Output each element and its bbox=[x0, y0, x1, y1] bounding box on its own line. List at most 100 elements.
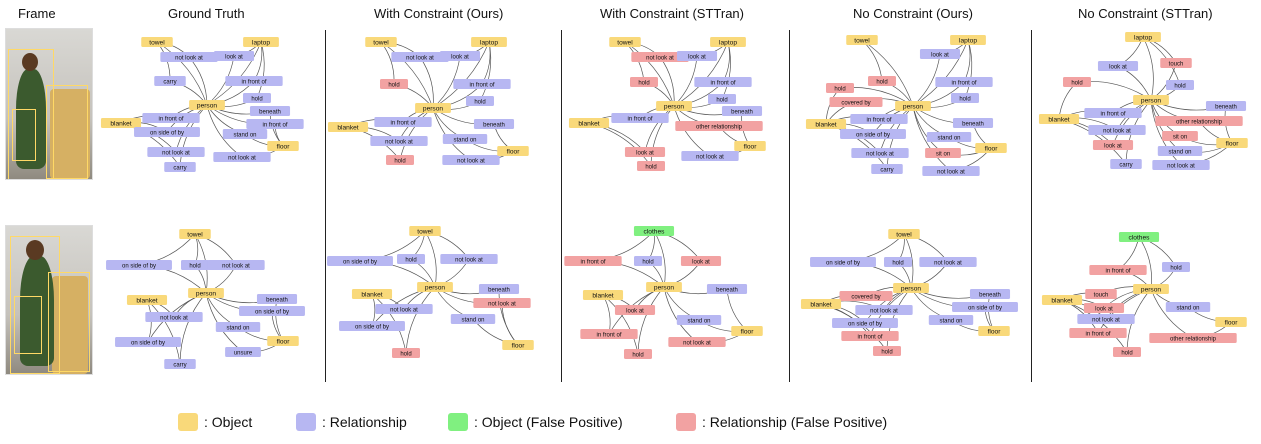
graph-edge bbox=[275, 298, 284, 342]
relationship-node-la2: look at bbox=[1092, 140, 1134, 150]
node-box bbox=[134, 127, 200, 137]
relationship-node-osb2: on side of by bbox=[339, 321, 405, 331]
node-label: beneath bbox=[488, 287, 510, 293]
node-label: towel bbox=[149, 39, 165, 46]
node-box bbox=[160, 52, 218, 62]
relationship-node-nla1: not look at bbox=[391, 52, 449, 62]
node-box bbox=[164, 359, 196, 369]
node-label: stand on bbox=[939, 318, 962, 324]
node-box bbox=[115, 337, 181, 347]
scene-graph-canvas: towel laptop not look at look at carry in fro… bbox=[100, 32, 1248, 369]
relationship-node-ifo2: in front of bbox=[246, 119, 304, 129]
node-label: stand on bbox=[937, 135, 960, 141]
node-box bbox=[841, 331, 899, 341]
node-box bbox=[327, 122, 369, 132]
node-label: look at bbox=[225, 54, 243, 60]
relationship-node-hold_fp2: hold bbox=[826, 83, 854, 93]
node-box bbox=[1133, 95, 1169, 105]
relationship-node-beneath: beneath bbox=[249, 106, 291, 116]
node-label: towel bbox=[854, 37, 870, 44]
node-label: person bbox=[196, 290, 216, 297]
separator bbox=[325, 30, 326, 382]
relationship-node-ifo1: in front of bbox=[935, 77, 993, 87]
node-box bbox=[1084, 108, 1142, 118]
node-label: person bbox=[903, 103, 923, 110]
node-box bbox=[810, 257, 876, 267]
node-label: in front of bbox=[1105, 268, 1130, 274]
node-box bbox=[1092, 140, 1134, 150]
relationship-node-standon: stand on bbox=[222, 129, 268, 139]
relationship-node-beneath: beneath bbox=[969, 289, 1011, 299]
relationship-node-beneath: beneath bbox=[256, 294, 298, 304]
relationship-node-carry: carry bbox=[164, 359, 196, 369]
column-title-with-constraint-ours: With Constraint (Ours) bbox=[374, 6, 504, 21]
node-box bbox=[375, 304, 433, 314]
relationship-node-siton: sit on bbox=[925, 148, 961, 158]
relationship-node-standon: stand on bbox=[1157, 146, 1203, 156]
node-box bbox=[694, 77, 752, 87]
node-box bbox=[1041, 295, 1083, 305]
node-label: hold bbox=[394, 158, 405, 164]
node-label: not look at bbox=[934, 260, 962, 266]
relationship-node-ifo_fp2: in front of bbox=[580, 329, 638, 339]
node-box bbox=[1162, 262, 1190, 272]
relationship-node-ifo1: in front of bbox=[225, 76, 283, 86]
node-box bbox=[950, 35, 986, 45]
object-node-floor: floor bbox=[502, 340, 534, 350]
node-label: on side of by bbox=[848, 321, 882, 327]
node-box bbox=[846, 35, 878, 45]
node-label: sit on bbox=[1173, 134, 1187, 140]
node-label: hold bbox=[876, 79, 887, 85]
node-label: person bbox=[1141, 97, 1161, 104]
graph-edge bbox=[501, 302, 519, 346]
node-label: not look at bbox=[1103, 128, 1131, 134]
relationship-node-nla2: not look at bbox=[1152, 160, 1210, 170]
node-label: person bbox=[1141, 286, 1161, 293]
relationship-node-ifo3: in front of bbox=[142, 113, 200, 123]
node-box bbox=[676, 315, 722, 325]
relationship-node-standon: stand on bbox=[1165, 302, 1211, 312]
node-box bbox=[634, 256, 662, 266]
relationship-node-hold: hold bbox=[397, 254, 425, 264]
relationship-node-osb2: on side of by bbox=[952, 302, 1018, 312]
node-box bbox=[392, 348, 420, 358]
node-box bbox=[147, 147, 205, 157]
legend-relationship: : Relationship bbox=[296, 412, 407, 432]
node-box bbox=[1088, 125, 1146, 135]
node-box bbox=[978, 326, 1010, 336]
node-label: floor bbox=[988, 328, 1002, 335]
separator bbox=[1031, 30, 1032, 382]
node-label: in front of bbox=[262, 122, 287, 128]
object-node-person: person bbox=[646, 282, 682, 292]
node-label: look at bbox=[626, 308, 644, 314]
relationship-node-nla1: not look at bbox=[919, 257, 977, 267]
node-box bbox=[370, 136, 428, 146]
relationship-node-osb: on side of by bbox=[134, 127, 200, 137]
node-box bbox=[734, 141, 766, 151]
node-box bbox=[1162, 131, 1198, 141]
node-label: floor bbox=[512, 342, 526, 349]
object-node-floor: floor bbox=[267, 141, 299, 151]
node-label: look at bbox=[692, 259, 710, 265]
object-node-floor: floor bbox=[978, 326, 1010, 336]
object-node-person: person bbox=[1133, 284, 1169, 294]
node-box bbox=[873, 346, 901, 356]
relationship-node-nla2: not look at bbox=[147, 147, 205, 157]
graph-edge bbox=[988, 293, 995, 332]
object-node-laptop: laptop bbox=[950, 35, 986, 45]
relationship-node-la_fp2: look at bbox=[614, 305, 656, 315]
relationship-node-ifo_fp: in front of bbox=[841, 331, 899, 341]
node-box bbox=[826, 83, 854, 93]
relationship-node-nla1: not look at bbox=[631, 52, 689, 62]
graph-edge bbox=[963, 39, 971, 83]
node-box bbox=[351, 289, 393, 299]
object-node-floor: floor bbox=[497, 146, 529, 156]
node-label: beneath bbox=[1215, 104, 1237, 110]
node-box bbox=[417, 282, 453, 292]
object-node-blanket: blanket bbox=[351, 289, 393, 299]
node-label: sit on bbox=[936, 151, 950, 157]
node-label: in front of bbox=[469, 82, 494, 88]
node-box bbox=[439, 51, 481, 61]
relationship-node-ifo1: in front of bbox=[1084, 108, 1142, 118]
object-node-floor: floor bbox=[734, 141, 766, 151]
